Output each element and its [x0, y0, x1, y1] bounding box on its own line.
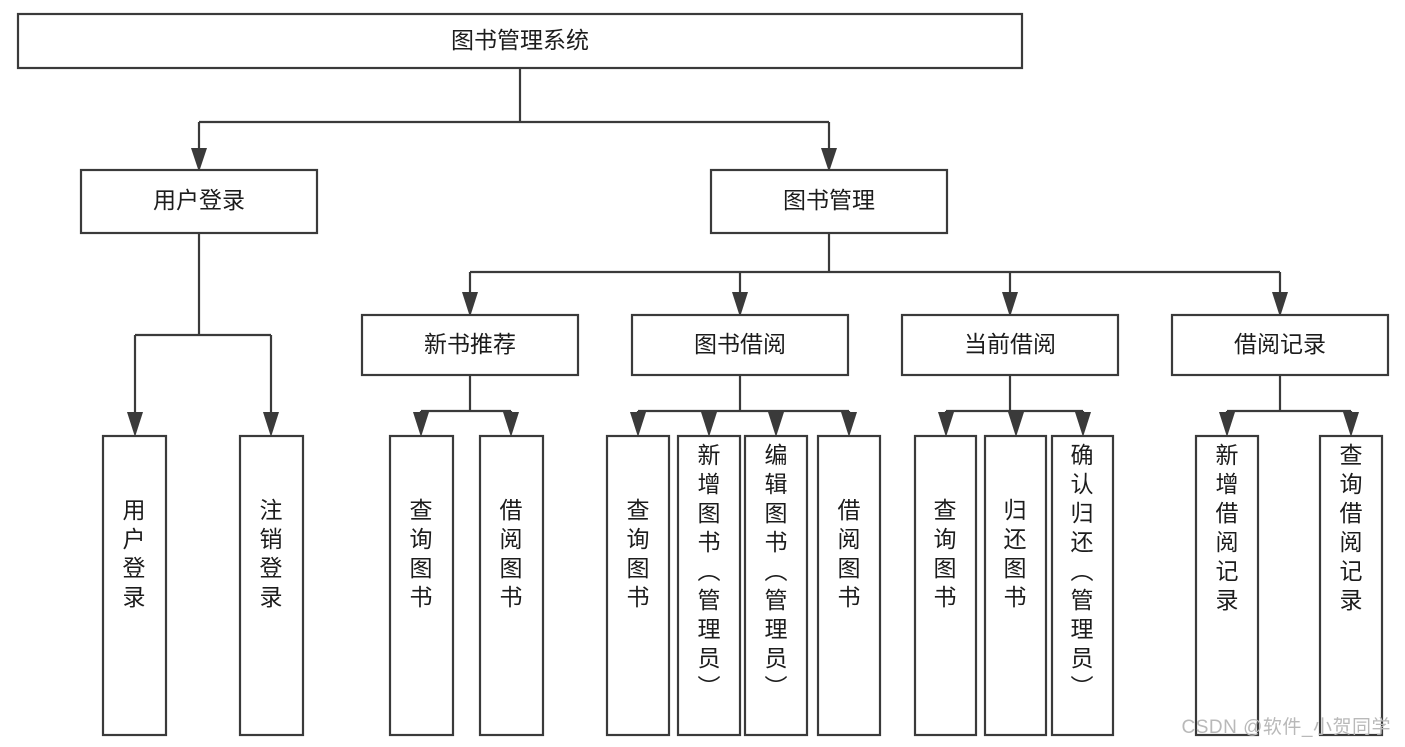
arrowhead-leaf-add-record — [1219, 412, 1235, 437]
node-leaf-confirm-return[interactable]: 确认归还︵管理员︶ — [1050, 434, 1115, 737]
node-leaf-query-book-1[interactable]: 查询图书 — [388, 434, 455, 737]
arrowhead-leaf-confirm-return — [1075, 412, 1091, 437]
arrowhead-leaf-query-book-2 — [630, 412, 646, 437]
node-leaf-query-book-1-box[interactable] — [388, 434, 455, 737]
node-leaf-add-book[interactable]: 新增图书︵管理员︶ — [676, 434, 742, 737]
node-leaf-add-record-box[interactable] — [1194, 434, 1260, 737]
node-book-management[interactable]: 图书管理 — [709, 168, 949, 235]
arrowhead-leaf-query-record — [1343, 412, 1359, 437]
node-borrow-record[interactable]: 借阅记录 — [1170, 313, 1390, 377]
node-borrow-record-label: 借阅记录 — [1234, 331, 1326, 357]
node-leaf-edit-book-label: 编辑图书︵管理员︶ — [765, 442, 788, 700]
connector-group-current-borrow — [938, 375, 1091, 437]
node-leaf-query-record[interactable]: 查询借阅记录 — [1318, 434, 1384, 737]
node-leaf-borrow-book-1-label: 借阅图书 — [500, 497, 523, 610]
node-book-management-label: 图书管理 — [783, 187, 875, 213]
connector-book-management-to-level3 — [468, 233, 1282, 300]
node-leaf-add-record-label: 新增借阅记录 — [1216, 442, 1239, 613]
arrowhead-new-book-recommend — [462, 292, 478, 317]
node-leaf-query-book-2[interactable]: 查询图书 — [605, 434, 671, 737]
arrowhead-leaf-borrow-book-1 — [503, 412, 519, 437]
node-leaf-query-book-1-label: 查询图书 — [410, 497, 433, 610]
node-book-borrow[interactable]: 图书借阅 — [630, 313, 850, 377]
connector-root-to-level2 — [197, 68, 831, 156]
arrowhead-current-borrow — [1002, 292, 1018, 317]
node-leaf-confirm-return-label: 确认归还︵管理员︶ — [1071, 442, 1094, 700]
node-leaf-logout[interactable]: 注销登录 — [238, 434, 305, 737]
node-leaf-query-book-2-label: 查询图书 — [627, 497, 650, 610]
node-leaf-query-record-label: 查询借阅记录 — [1340, 442, 1363, 613]
node-current-borrow-box[interactable] — [900, 313, 1120, 377]
node-borrow-record-box[interactable] — [1170, 313, 1390, 377]
node-user-login[interactable]: 用户登录 — [79, 168, 319, 235]
node-leaf-query-book-3[interactable]: 查询图书 — [913, 434, 978, 737]
node-leaf-add-record[interactable]: 新增借阅记录 — [1194, 434, 1260, 737]
node-leaf-user-login-box[interactable] — [101, 434, 168, 737]
node-book-borrow-label: 图书借阅 — [694, 331, 786, 357]
node-new-book-recommend-box[interactable] — [360, 313, 580, 377]
connector-group-root — [191, 68, 837, 172]
node-new-book-recommend[interactable]: 新书推荐 — [360, 313, 580, 377]
connector-book-borrow-to-leaves — [636, 375, 851, 422]
connector-group-user-login — [127, 233, 279, 437]
node-user-login-box[interactable] — [79, 168, 319, 235]
connector-user-login-to-leaves — [133, 233, 273, 420]
node-book-borrow-box[interactable] — [630, 313, 850, 377]
node-leaf-query-book-2-box[interactable] — [605, 434, 671, 737]
node-book-management-box[interactable] — [709, 168, 949, 235]
arrowhead-leaf-borrow-book-2 — [841, 412, 857, 437]
node-new-book-recommend-label: 新书推荐 — [424, 331, 516, 357]
node-root[interactable]: 图书管理系统 — [16, 12, 1024, 70]
connector-group-new-book-recommend — [413, 375, 519, 437]
node-leaf-user-login-label: 用户登录 — [123, 497, 146, 610]
arrowhead-book-borrow — [732, 292, 748, 317]
arrowhead-borrow-record — [1272, 292, 1288, 317]
node-current-borrow-label: 当前借阅 — [964, 331, 1056, 357]
arrowhead-user-login — [191, 148, 207, 172]
node-leaf-borrow-book-2[interactable]: 借阅图书 — [816, 434, 882, 737]
node-leaf-logout-box[interactable] — [238, 434, 305, 737]
node-leaf-return-book-label: 归还图书 — [1004, 497, 1027, 610]
arrowhead-leaf-add-book — [701, 412, 717, 437]
arrowhead-leaf-edit-book — [768, 412, 784, 437]
node-current-borrow[interactable]: 当前借阅 — [900, 313, 1120, 377]
node-leaf-edit-book[interactable]: 编辑图书︵管理员︶ — [743, 434, 809, 737]
node-user-login-label: 用户登录 — [153, 187, 245, 213]
node-leaf-query-book-3-label: 查询图书 — [934, 497, 957, 610]
node-leaf-query-book-3-box[interactable] — [913, 434, 978, 737]
node-leaf-return-book[interactable]: 归还图书 — [983, 434, 1048, 737]
arrowhead-leaf-query-book-3 — [938, 412, 954, 437]
node-leaf-edit-book-box[interactable] — [743, 434, 809, 737]
arrowhead-leaf-return-book — [1008, 412, 1024, 437]
node-leaf-user-login[interactable]: 用户登录 — [101, 434, 168, 737]
node-leaf-add-book-label: 新增图书︵管理员︶ — [698, 442, 721, 700]
connector-borrow-record-to-leaves — [1225, 375, 1353, 422]
node-root-box[interactable] — [16, 12, 1024, 70]
node-leaf-return-book-box[interactable] — [983, 434, 1048, 737]
arrowhead-leaf-query-book-1 — [413, 412, 429, 437]
connector-group-book-management — [462, 233, 1288, 317]
node-leaf-borrow-book-1[interactable]: 借阅图书 — [478, 434, 545, 737]
node-leaf-confirm-return-box[interactable] — [1050, 434, 1115, 737]
node-leaf-query-record-box[interactable] — [1318, 434, 1384, 737]
arrowhead-book-management — [821, 148, 837, 172]
node-leaf-borrow-book-1-box[interactable] — [478, 434, 545, 737]
arrowhead-leaf-logout — [263, 412, 279, 437]
node-leaf-borrow-book-2-box[interactable] — [816, 434, 882, 737]
node-root-label: 图书管理系统 — [451, 27, 589, 53]
node-leaf-borrow-book-2-label: 借阅图书 — [838, 497, 861, 610]
arrowhead-leaf-user-login — [127, 412, 143, 437]
connector-new-book-recommend-to-leaves — [419, 375, 513, 422]
node-leaf-add-book-box[interactable] — [676, 434, 742, 737]
connector-group-book-borrow — [630, 375, 857, 437]
connector-group-borrow-record — [1219, 375, 1359, 437]
node-leaf-logout-label: 注销登录 — [260, 497, 283, 610]
